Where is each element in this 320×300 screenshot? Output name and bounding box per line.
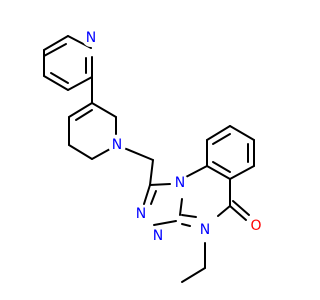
bond [123, 147, 154, 161]
triazole-nitrogen-top: N [171, 174, 189, 192]
bond [67, 76, 93, 91]
bond [43, 43, 67, 57]
bond [91, 102, 117, 118]
bond [43, 35, 69, 51]
bond [183, 165, 208, 179]
bond [43, 75, 69, 91]
atom-label-n: N [153, 228, 163, 244]
bond [91, 148, 111, 160]
bond [232, 200, 250, 216]
piperidine-nitrogen: N [108, 136, 126, 154]
atom-label-n: N [175, 175, 185, 191]
atom-label-n: N [86, 30, 96, 46]
bond [50, 72, 69, 84]
bond [181, 267, 206, 283]
atom-label-o: O [250, 218, 261, 234]
bond [212, 161, 231, 173]
bond [68, 144, 93, 160]
bonds [43, 35, 255, 283]
bond [181, 223, 191, 227]
triazole-nitrogen-left: N [132, 205, 150, 223]
bond [149, 159, 154, 186]
bond [153, 220, 177, 226]
bond [229, 205, 247, 221]
bond [150, 190, 157, 205]
bond [179, 198, 183, 216]
bond [149, 183, 171, 186]
atom-labels: N N N N N N O [82, 29, 265, 245]
pyridine-nitrogen: N [82, 29, 100, 47]
bond [68, 102, 93, 118]
carbonyl-oxygen: O [247, 217, 265, 235]
triazole-nitrogen-right: N [149, 227, 167, 245]
atom-label-n: N [200, 222, 210, 238]
bond [229, 165, 255, 180]
bond [206, 165, 231, 180]
bond [206, 125, 231, 141]
atom-label-n: N [136, 206, 146, 222]
bond [212, 133, 231, 145]
molecule-structure: N N N N N N O [43, 29, 265, 283]
bond [75, 109, 93, 121]
quinazolinone-nitrogen: N [196, 221, 214, 239]
atom-label-n: N [112, 137, 122, 153]
bond [181, 214, 197, 218]
bond [217, 205, 231, 217]
bond [143, 184, 151, 205]
bond [229, 125, 255, 141]
